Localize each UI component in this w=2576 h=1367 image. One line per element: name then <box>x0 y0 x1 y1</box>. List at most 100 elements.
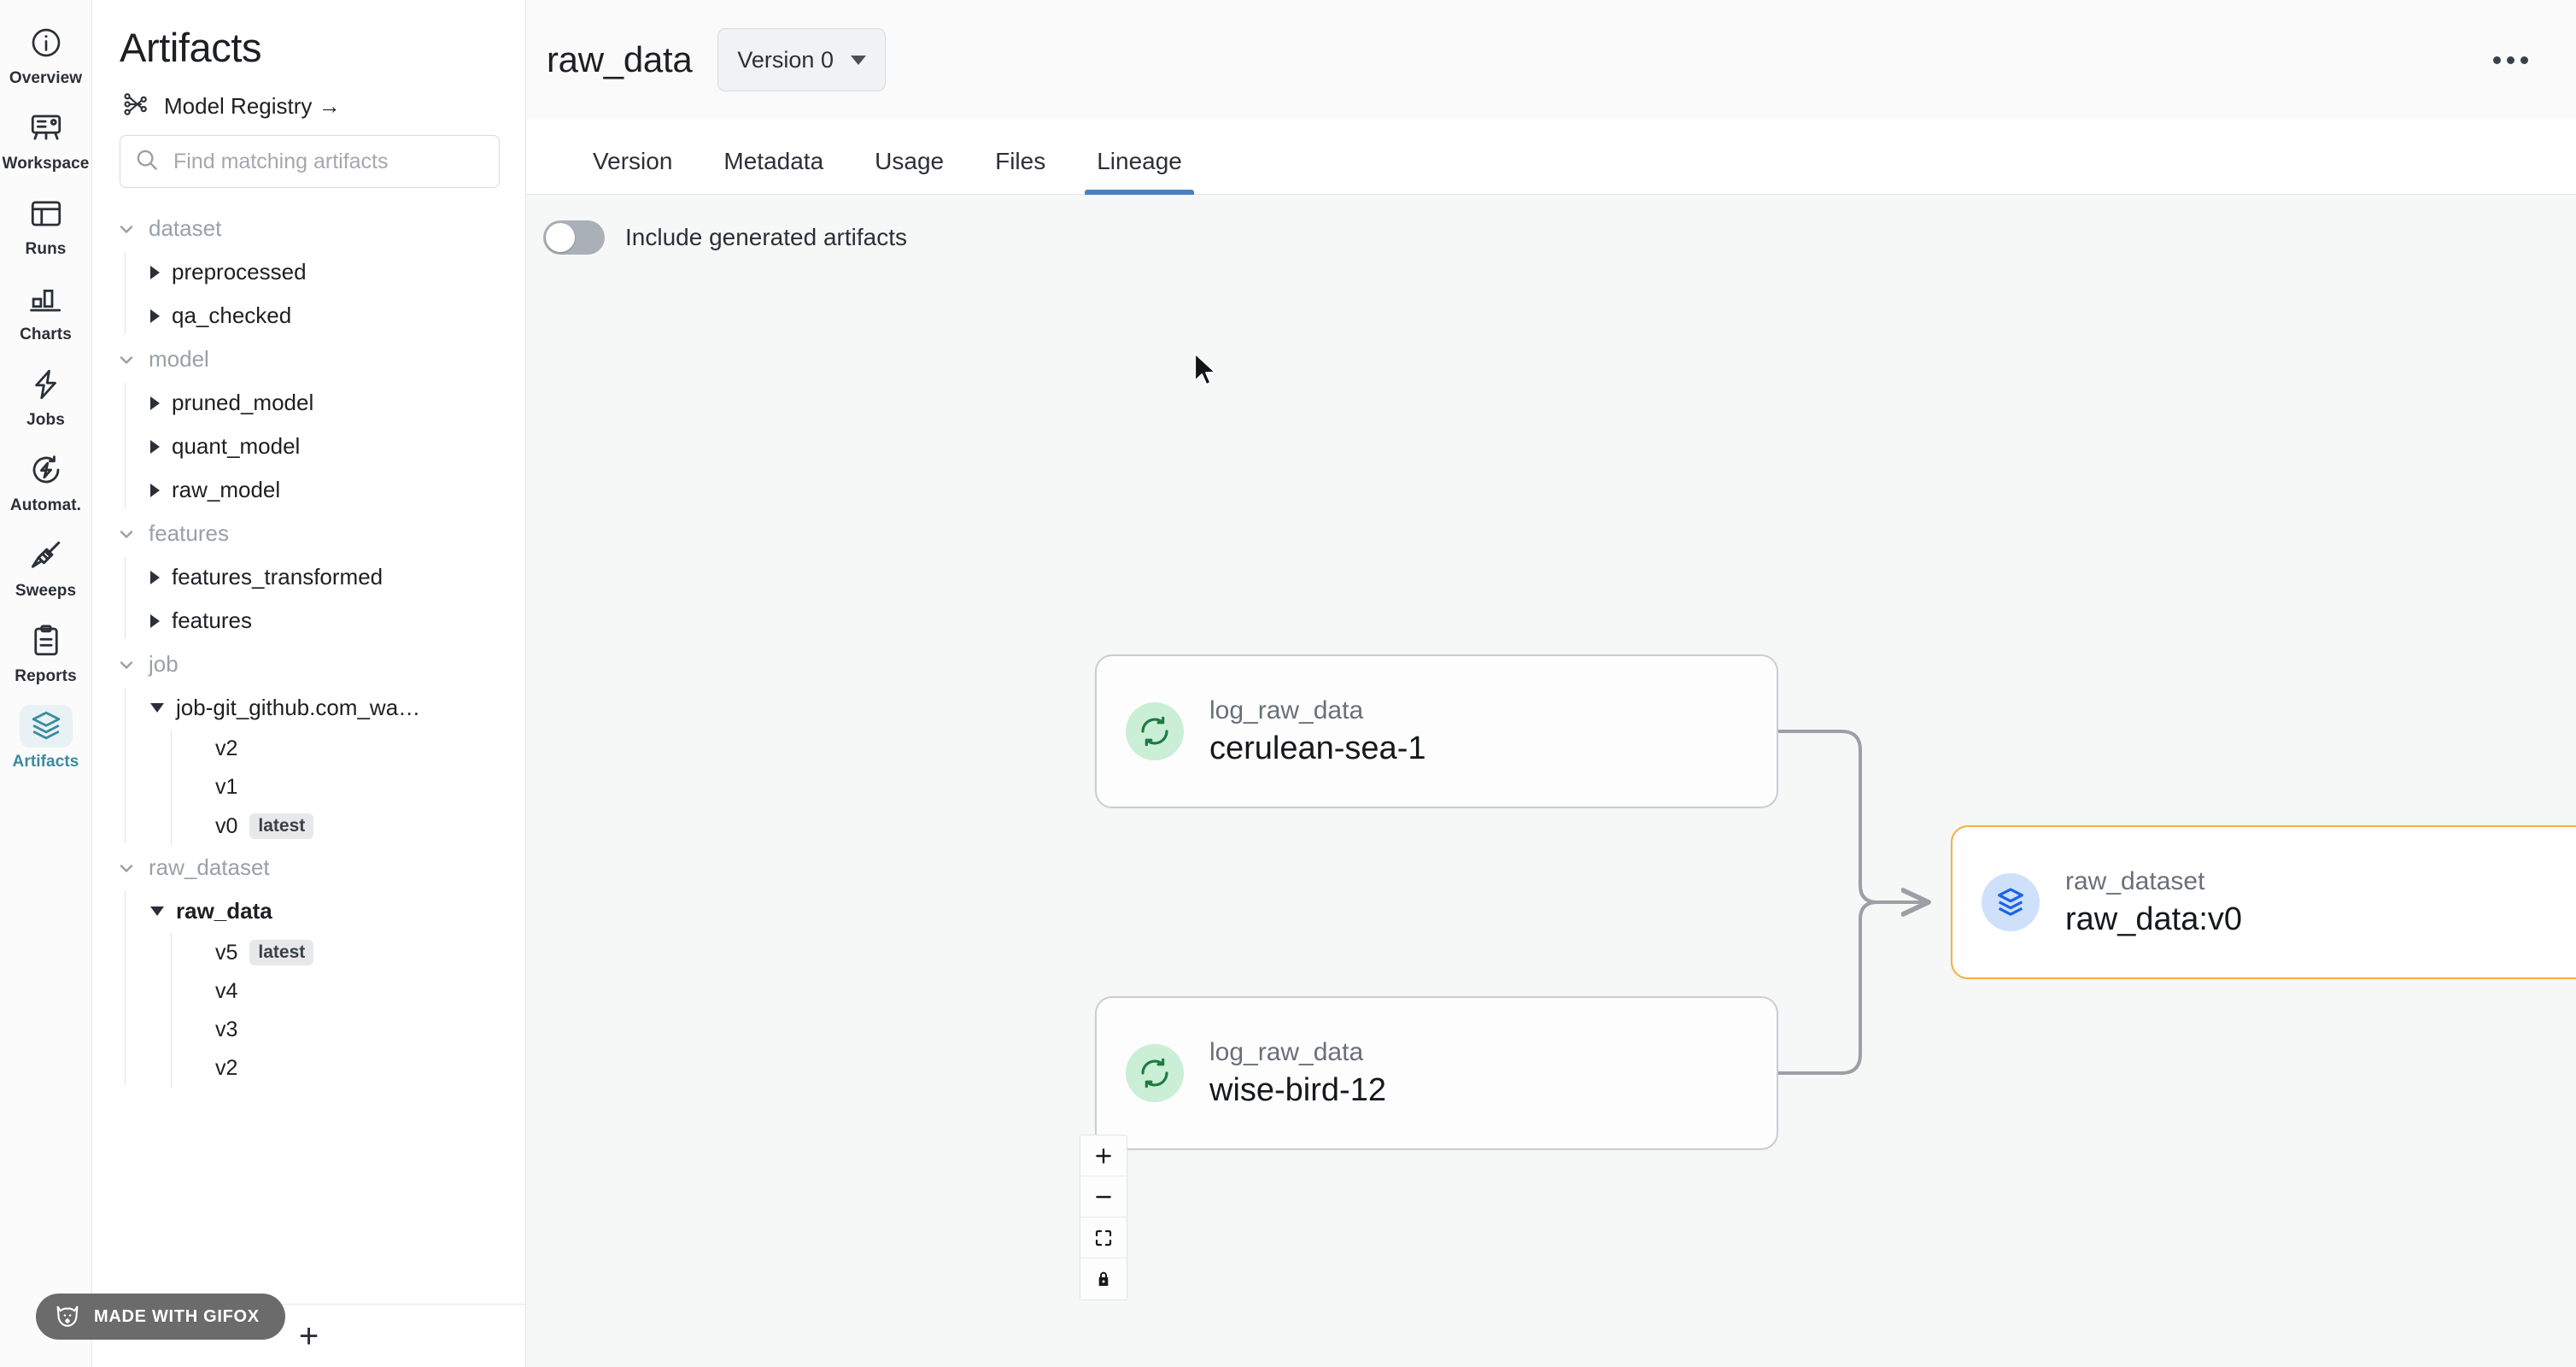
lineage-edges <box>1778 730 2576 1075</box>
fit-view-button[interactable] <box>1080 1217 1127 1258</box>
tab-files[interactable]: Files <box>995 148 1046 174</box>
tree-group-label: job <box>149 651 179 677</box>
tree-version-v4[interactable]: v4 <box>137 972 525 1011</box>
tree-version-label: v1 <box>215 775 238 799</box>
caret-right-icon <box>150 483 160 497</box>
chevron-down-icon <box>116 858 137 878</box>
tree-group-label: dataset <box>149 215 222 241</box>
page-title: Artifacts <box>120 25 262 70</box>
tab-lineage[interactable]: Lineage <box>1071 148 1208 195</box>
version-select-label: Version 0 <box>737 46 834 73</box>
dot <box>2493 56 2501 64</box>
tree-artifact-label: quant_model <box>172 433 301 459</box>
tree-group-features[interactable]: features <box>92 512 525 555</box>
caret-right-icon <box>150 308 160 323</box>
version-select[interactable]: Version 0 <box>717 28 886 91</box>
caret-down-icon <box>150 703 164 713</box>
chevron-down-icon <box>116 219 137 239</box>
tree-version-v2[interactable]: v2 <box>137 730 525 768</box>
gifox-watermark-label: MADE WITH GIFOX <box>94 1306 260 1326</box>
node-title: raw_data:v0 <box>2065 901 2243 937</box>
tree-artifact-features[interactable]: features <box>111 599 525 642</box>
artifacts-tree[interactable]: dataset preprocessed qa_checked model <box>92 188 525 1367</box>
nav-item-sweeps[interactable]: Sweeps <box>5 528 87 607</box>
nav-label: Sweeps <box>15 582 77 600</box>
lineage-node-artifact-raw-data-v0[interactable]: raw_dataset raw_data:v0 <box>1951 825 2576 979</box>
layers-icon <box>1982 873 2040 931</box>
search-input[interactable] <box>173 149 485 174</box>
tab-version[interactable]: Version <box>593 148 673 174</box>
dot <box>2520 56 2528 64</box>
tree-version-v5[interactable]: v5 latest <box>137 933 525 972</box>
node-subtitle: log_raw_data <box>1209 1037 1364 1066</box>
tab-usage[interactable]: Usage <box>875 148 945 174</box>
lock-view-button[interactable] <box>1080 1258 1127 1300</box>
caret-right-icon <box>150 570 160 584</box>
tree-artifact-features-transformed[interactable]: features_transformed <box>111 555 525 599</box>
tree-artifact-preprocessed[interactable]: preprocessed <box>111 250 525 294</box>
artifact-name: raw_data <box>547 39 693 79</box>
main-content: raw_data Version 0 Version Metadata Usag… <box>526 0 2576 1367</box>
bolt-icon <box>20 363 73 406</box>
zoom-out-button[interactable] <box>1080 1176 1127 1217</box>
nav-item-automations[interactable]: Automat. <box>5 443 87 521</box>
fox-icon <box>53 1302 82 1331</box>
nav-item-jobs[interactable]: Jobs <box>5 357 87 436</box>
caret-right-icon <box>150 265 160 279</box>
nav-label: Charts <box>20 326 72 343</box>
tree-artifact-raw-model[interactable]: raw_model <box>111 468 525 512</box>
model-registry-label: Model Registry → <box>164 93 341 119</box>
tree-group-dataset[interactable]: dataset <box>92 207 525 250</box>
add-artifact-button[interactable]: + <box>298 1317 319 1355</box>
tree-artifact-job-git[interactable]: job-git_github.com_wa… <box>111 686 525 730</box>
tree-artifact-label: job-git_github.com_wa… <box>176 695 421 720</box>
tree-version-v1[interactable]: v1 <box>137 768 525 807</box>
node-title: cerulean-sea-1 <box>1209 730 1426 766</box>
chevron-down-icon <box>116 524 137 544</box>
nav-label: Artifacts <box>12 753 79 771</box>
caret-right-icon <box>150 439 160 454</box>
nav-item-reports[interactable]: Reports <box>5 613 87 692</box>
nav-label: Automat. <box>9 496 82 514</box>
tree-group-raw-dataset[interactable]: raw_dataset <box>92 846 525 889</box>
nav-item-overview[interactable]: Overview <box>5 15 87 94</box>
lineage-canvas[interactable]: Include generated artifacts <box>526 195 2576 1367</box>
tree-version-v2-raw[interactable]: v2 <box>137 1049 525 1088</box>
tree-version-label: v3 <box>215 1018 238 1041</box>
lineage-node-run-cerulean-sea-1[interactable]: log_raw_data cerulean-sea-1 <box>1095 654 1778 808</box>
nav-item-artifacts[interactable]: Artifacts <box>5 699 87 777</box>
node-subtitle: raw_dataset <box>2065 866 2205 895</box>
tree-version-v3[interactable]: v3 <box>137 1011 525 1049</box>
model-registry-link[interactable]: Model Registry → <box>92 85 525 135</box>
run-sync-icon <box>1126 702 1184 760</box>
overflow-menu-button[interactable] <box>2483 46 2538 74</box>
artifact-header: raw_data Version 0 <box>526 0 2576 120</box>
zoom-in-button[interactable] <box>1080 1135 1127 1176</box>
chevron-down-icon <box>850 55 866 65</box>
tree-artifact-raw-data[interactable]: raw_data <box>111 889 525 933</box>
nav-item-charts[interactable]: Charts <box>5 272 87 350</box>
artifact-tabs: Version Metadata Usage Files Lineage <box>526 120 2576 195</box>
alias-badge: latest <box>249 813 314 839</box>
nav-label: Overview <box>9 69 83 87</box>
nav-item-workspace[interactable]: Workspace <box>2 101 90 179</box>
tree-artifact-label: raw_model <box>172 477 281 502</box>
tree-artifact-qa-checked[interactable]: qa_checked <box>111 294 525 337</box>
caret-right-icon <box>150 613 160 628</box>
tab-metadata[interactable]: Metadata <box>723 148 824 174</box>
tree-artifact-pruned-model[interactable]: pruned_model <box>111 381 525 425</box>
tree-artifact-quant-model[interactable]: quant_model <box>111 425 525 468</box>
primary-nav-rail: Overview Workspace Runs Charts Jobs <box>0 0 92 1367</box>
caret-down-icon <box>150 906 164 916</box>
tree-group-job[interactable]: job <box>92 642 525 686</box>
nav-label: Workspace <box>2 155 90 173</box>
lineage-node-run-wise-bird-12[interactable]: log_raw_data wise-bird-12 <box>1095 996 1778 1150</box>
nav-item-runs[interactable]: Runs <box>5 186 87 265</box>
tree-group-model[interactable]: model <box>92 337 525 381</box>
node-subtitle: log_raw_data <box>1209 695 1364 725</box>
tree-version-v0[interactable]: v0 latest <box>137 807 525 846</box>
include-generated-artifacts-toggle[interactable] <box>543 220 605 255</box>
tree-artifact-label: qa_checked <box>172 302 292 328</box>
layers-icon <box>19 705 73 748</box>
artifact-search-box[interactable] <box>120 135 500 188</box>
